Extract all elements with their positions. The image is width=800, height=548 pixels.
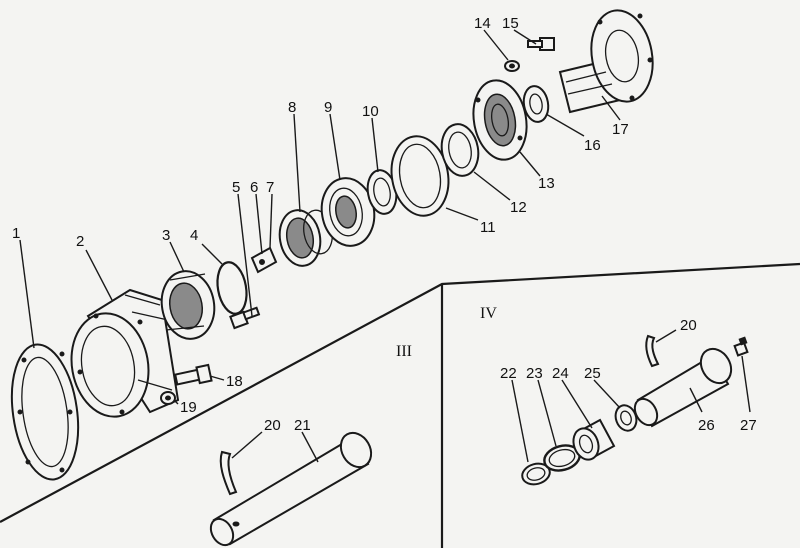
part-14-washer (504, 60, 520, 72)
section-label-iv: IV (480, 305, 497, 322)
callout-24: 24 (552, 365, 569, 382)
part-22-ring (521, 462, 551, 486)
callout-labels: 1 2 3 4 5 6 7 8 9 10 11 12 13 14 15 16 1… (12, 15, 757, 434)
callout-19: 19 (180, 399, 197, 416)
part-15-bolt (527, 37, 555, 51)
callout-7: 7 (266, 179, 274, 196)
callout-15: 15 (502, 15, 519, 32)
callout-18: 18 (226, 373, 243, 390)
part-19-washer (160, 391, 176, 405)
part-17-output-shaft (558, 9, 654, 114)
callout-11: 11 (480, 219, 496, 236)
callout-20-section-3: 20 (264, 417, 281, 434)
callout-10: 10 (362, 103, 379, 120)
callout-12: 12 (510, 199, 527, 216)
callout-16: 16 (584, 137, 601, 154)
callout-14: 14 (474, 15, 491, 32)
callout-25: 25 (584, 365, 601, 382)
callout-23: 23 (526, 365, 543, 382)
part-27-grease-nipple (733, 336, 749, 357)
part-9-bearing (320, 177, 376, 247)
part-6-7-lock-plate (250, 246, 278, 274)
callout-3: 3 (162, 227, 170, 244)
part-16-bearing (522, 85, 550, 123)
callout-8: 8 (288, 99, 296, 116)
callout-6: 6 (250, 179, 258, 196)
callout-21: 21 (294, 417, 311, 434)
callout-13: 13 (538, 175, 555, 192)
part-26-pin-shaft (633, 347, 733, 428)
part-3-ring-gear (160, 270, 216, 340)
callout-20-section-4: 20 (680, 317, 697, 334)
part-11-gasket (390, 135, 450, 217)
part-20-cotter-pin-b (645, 334, 660, 368)
section-label-iii: III (396, 343, 412, 360)
callout-2: 2 (76, 233, 84, 250)
part-13-bearing-cover (472, 79, 528, 161)
callout-5: 5 (232, 179, 240, 196)
part-4-snap-ring (216, 261, 248, 315)
part-12-seal-ring (440, 123, 480, 177)
part-20-cotter-pin-a (219, 450, 238, 496)
part-5-bolt (229, 306, 261, 330)
callout-27: 27 (740, 417, 757, 434)
part-8-gear (278, 209, 333, 267)
leader-lines (19, 29, 751, 463)
part-1-gasket (10, 343, 80, 481)
callout-4: 4 (190, 227, 198, 244)
part-18-bolt (174, 363, 213, 386)
callout-9: 9 (324, 99, 332, 116)
part-2-housing (70, 288, 180, 418)
callout-17: 17 (612, 121, 629, 138)
section-frames (0, 262, 800, 548)
callout-1: 1 (12, 225, 20, 242)
callout-26: 26 (698, 417, 715, 434)
part-24-bushing (572, 418, 616, 461)
callout-22: 22 (500, 365, 517, 382)
part-21-pin-shaft (209, 431, 373, 547)
